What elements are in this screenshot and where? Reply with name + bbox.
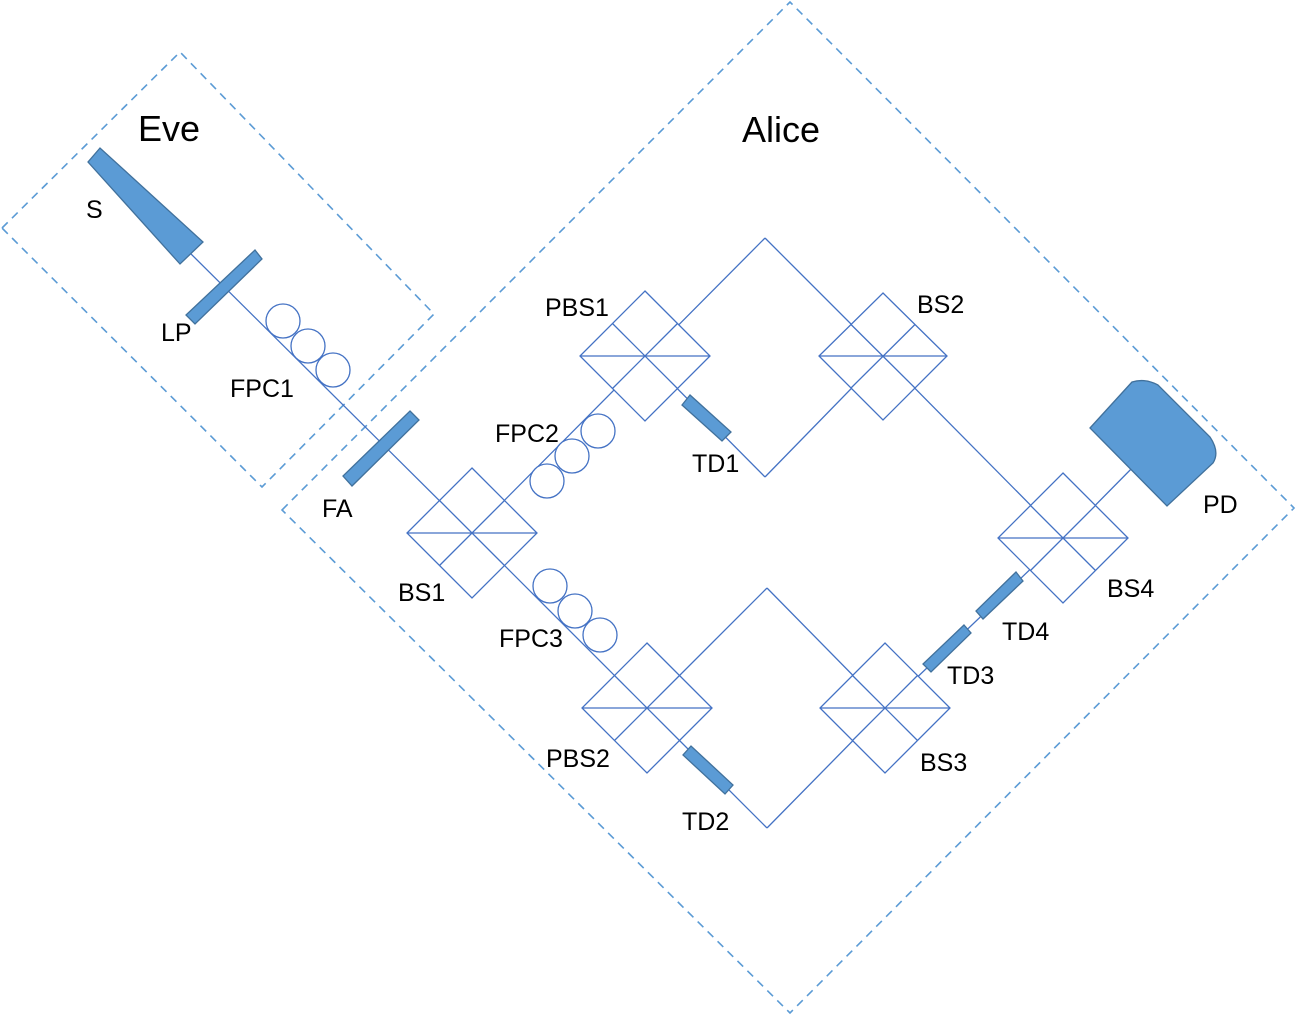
source-s <box>87 147 204 265</box>
label-fa: FA <box>322 495 353 523</box>
label-bs4: BS4 <box>1107 575 1154 603</box>
bs3-cube <box>819 642 951 774</box>
eve-boundary <box>0 50 436 489</box>
time-delay-td3 <box>922 624 972 673</box>
linear-polarizer-lp <box>185 249 263 325</box>
label-bs2: BS2 <box>917 291 964 319</box>
alice-region-label: Alice <box>742 109 820 150</box>
label-td3: TD3 <box>947 662 994 690</box>
label-s: S <box>86 196 103 224</box>
photodetector-pd <box>1089 379 1217 507</box>
label-bs1: BS1 <box>398 579 445 607</box>
label-fpc3: FPC3 <box>499 625 563 653</box>
fpc1-coils <box>265 303 351 388</box>
time-delay-td4 <box>975 571 1024 620</box>
label-td2: TD2 <box>682 808 729 836</box>
pbs2-cube <box>581 642 713 774</box>
fpc3-coils <box>532 568 618 653</box>
label-lp: LP <box>161 319 192 347</box>
bs4-cube <box>997 472 1129 604</box>
eve-region-label: Eve <box>138 108 200 149</box>
alice-boundary <box>280 0 1296 1015</box>
time-delay-td1 <box>681 394 732 442</box>
pbs1-cube <box>579 290 711 422</box>
time-delay-td2 <box>682 745 734 795</box>
label-fpc2: FPC2 <box>495 420 559 448</box>
label-fpc1: FPC1 <box>230 375 294 403</box>
label-pbs2: PBS2 <box>546 745 610 773</box>
bs2-cube <box>818 292 948 421</box>
filter-attenuator-fa <box>342 410 420 487</box>
label-pbs1: PBS1 <box>545 294 609 322</box>
label-pd: PD <box>1203 491 1238 519</box>
label-td1: TD1 <box>692 450 739 478</box>
bs1-cube <box>406 467 538 599</box>
label-td4: TD4 <box>1002 618 1049 646</box>
fpc2-coils <box>529 413 616 499</box>
label-bs3: BS3 <box>920 749 967 777</box>
